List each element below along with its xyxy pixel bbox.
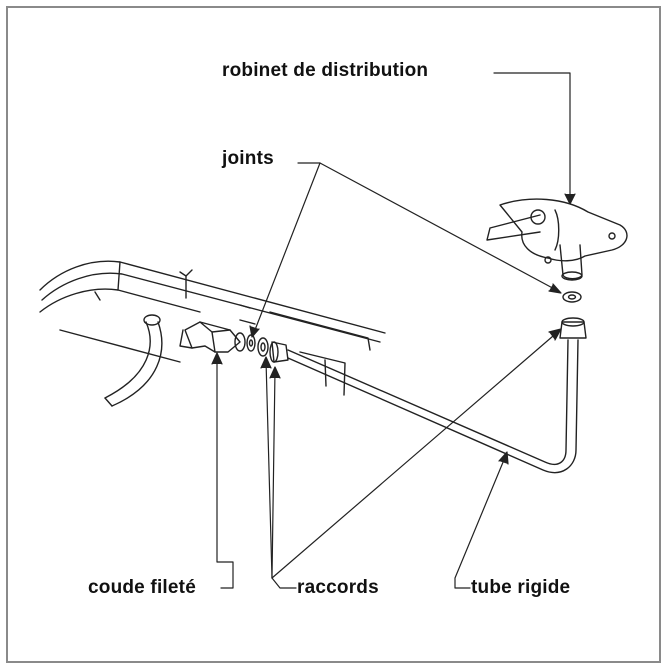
flexible-hose (104, 314, 163, 407)
dispensing-valve (486, 198, 628, 281)
seal-right (562, 291, 582, 303)
seal-left (246, 334, 256, 352)
rigid-tube (287, 339, 579, 474)
fitting-right (559, 317, 587, 339)
fitting-left (257, 337, 289, 363)
sink-counter (39, 260, 386, 396)
leader-lines (211, 72, 576, 589)
label-fittings: raccords (297, 577, 379, 598)
label-seals: joints (222, 148, 274, 169)
label-dispensing-valve: robinet de distribution (222, 60, 429, 81)
label-rigid-tube: tube rigide (471, 577, 571, 598)
label-threaded-elbow: coude fileté (88, 577, 196, 598)
threaded-elbow (179, 321, 246, 353)
